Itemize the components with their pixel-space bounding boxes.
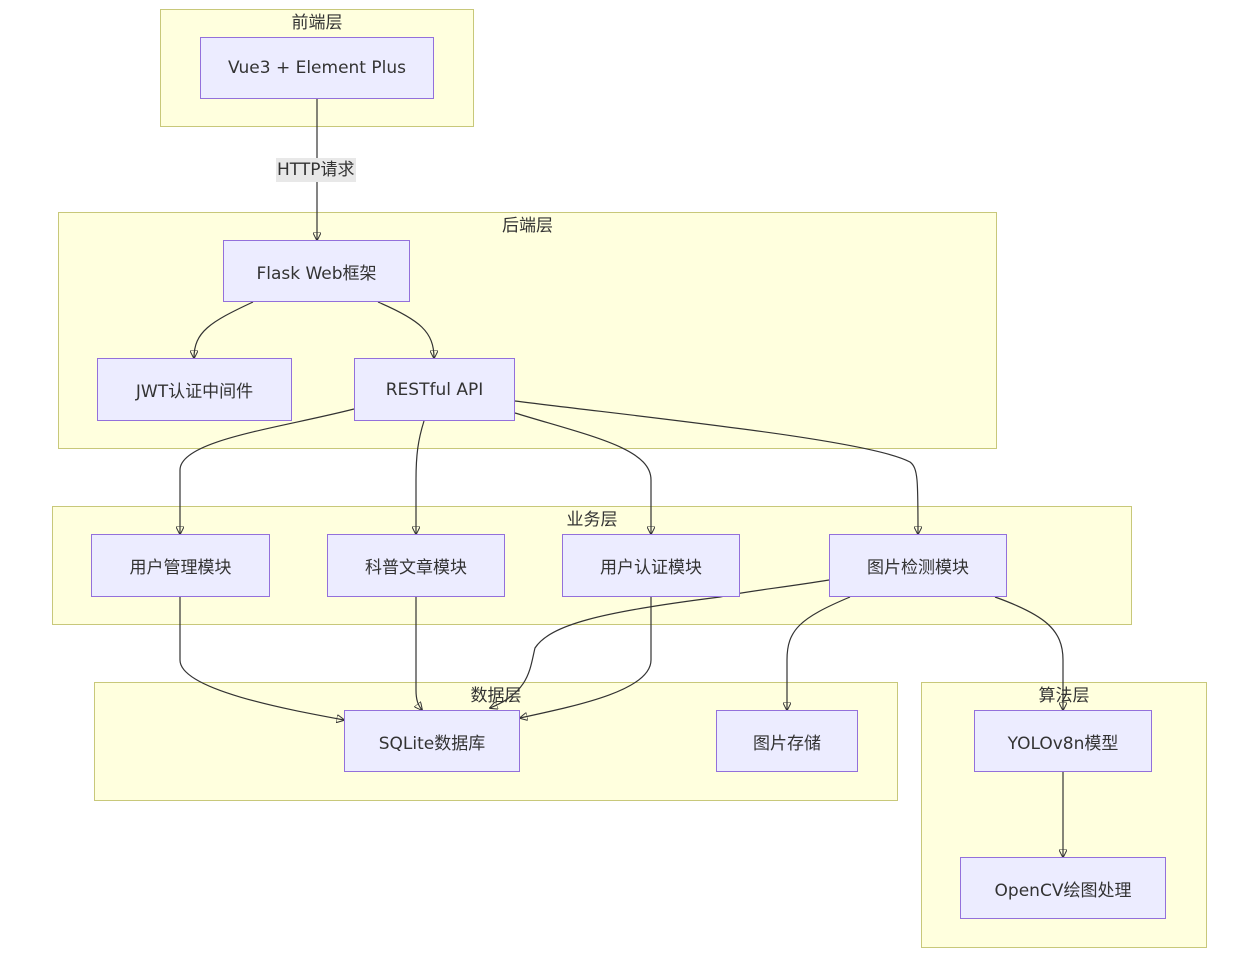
edge-restful-article	[416, 420, 425, 534]
node-flask[interactable]: Flask Web框架	[223, 240, 410, 302]
edge-usermgmt-sqlite	[179, 597, 344, 720]
cluster-business-title: 业务层	[566, 510, 618, 530]
edge-restful-userauth	[514, 412, 651, 534]
node-user-mgmt[interactable]: 用户管理模块	[91, 534, 270, 597]
edge-detect-sqlite	[490, 579, 830, 708]
node-sqlite[interactable]: SQLite数据库	[344, 710, 520, 772]
cluster-algorithm-title: 算法层	[1038, 686, 1090, 706]
node-detect[interactable]: 图片检测模块	[829, 534, 1007, 597]
node-opencv[interactable]: OpenCV绘图处理	[960, 857, 1166, 919]
edge-restful-detect	[514, 400, 918, 534]
node-restful[interactable]: RESTful API	[354, 358, 515, 421]
edge-flask-restful	[377, 301, 434, 358]
edge-article-sqlite	[416, 597, 422, 710]
node-article[interactable]: 科普文章模块	[327, 534, 505, 597]
node-vue[interactable]: Vue3 + Element Plus	[200, 37, 434, 99]
edge-userauth-sqlite	[520, 597, 652, 718]
edge-detect-imagestore	[787, 596, 851, 710]
edge-label-http: HTTP请求	[276, 158, 356, 182]
edge-restful-usermgmt	[180, 408, 355, 534]
cluster-data-title: 数据层	[470, 686, 522, 706]
cluster-backend-title: 后端层	[502, 216, 553, 236]
cluster-frontend-title: 前端层	[291, 13, 343, 33]
edge-flask-jwt	[194, 301, 254, 358]
edge-detect-yolo	[994, 596, 1063, 710]
node-yolo[interactable]: YOLOv8n模型	[974, 710, 1152, 772]
node-image-store[interactable]: 图片存储	[716, 710, 858, 772]
node-jwt[interactable]: JWT认证中间件	[97, 358, 292, 421]
node-user-auth[interactable]: 用户认证模块	[562, 534, 740, 597]
